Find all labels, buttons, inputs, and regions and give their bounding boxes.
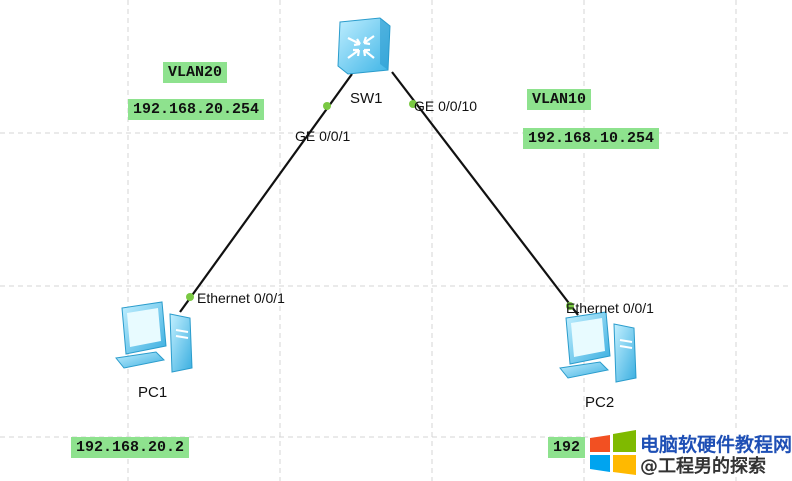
watermark-site-name: 电脑软硬件教程网 [640,434,792,456]
pc2[interactable] [556,310,640,384]
switch-name: SW1 [350,90,383,107]
watermark-author: @工程男的探索 [640,456,766,477]
switch-icon [337,17,391,75]
port-label-pc1-eth: Ethernet 0/0/1 [197,290,285,306]
switch-sw1[interactable] [334,14,392,76]
port-dot-pc2-eth [566,302,574,310]
watermark: 电脑软硬件教程网 @工程男的探索 [588,428,792,477]
port-label-pc2-eth: Ethernet 0/0/1 [566,300,654,316]
pc-icon [559,311,637,383]
pc1-ip-label[interactable]: 192.168.20.2 [71,437,190,458]
pc2-name: PC2 [585,394,615,411]
vlan10-gateway-label[interactable]: 192.168.10.254 [523,128,660,149]
port-dot-sw1-ge001 [323,102,331,110]
port-dot-sw1-ge0010 [409,100,417,108]
pc-icon [115,301,193,373]
port-label-sw1-ge0010: GE 0/0/10 [414,98,478,114]
pc2-ip-label[interactable]: 192 [548,437,586,458]
pc1[interactable] [112,300,196,374]
port-label-sw1-ge001: GE 0/0/1 [295,128,351,144]
windows-logo-icon [590,430,636,475]
vlan20-gateway-label[interactable]: 192.168.20.254 [128,99,265,120]
link-sw1-pc1[interactable] [179,73,353,313]
vlan20-label[interactable]: VLAN20 [163,62,228,83]
link-sw1-pc2[interactable] [391,71,579,316]
vlan10-label[interactable]: VLAN10 [527,89,592,110]
pc1-name: PC1 [138,384,168,401]
port-dot-pc1-eth [186,293,194,301]
